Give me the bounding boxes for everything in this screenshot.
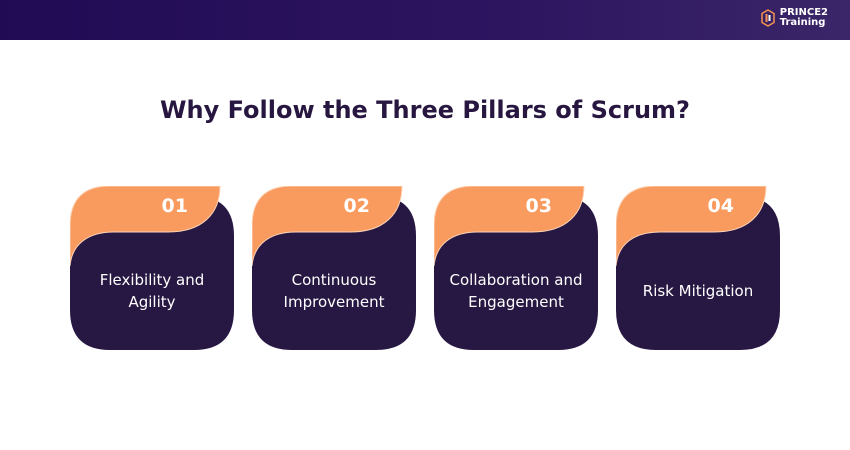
card-number: 01 — [161, 195, 188, 217]
logo-icon — [761, 9, 775, 27]
logo-line2: Training — [779, 17, 826, 28]
card-label: Continuous Improvement — [283, 271, 385, 311]
pillar-card: 03 Collaboration and Engagement — [434, 186, 598, 350]
card-label: Flexibility and Agility — [99, 271, 205, 311]
card-label: Risk Mitigation — [642, 282, 754, 300]
pillar-card: 04 Risk Mitigation — [616, 186, 780, 350]
logo-line1: PRINCE2 — [779, 7, 828, 18]
pillar-card: 02 Continuous Improvement — [252, 186, 416, 350]
card-number: 02 — [343, 195, 370, 217]
card-shape — [252, 186, 416, 350]
card-number: 04 — [707, 195, 734, 217]
card-label: Collaboration and Engagement — [449, 271, 583, 311]
card-number: 03 — [525, 195, 552, 217]
card-shape — [70, 186, 234, 350]
card-shape — [434, 186, 598, 350]
card-shape — [616, 186, 780, 350]
pillar-card: 01 Flexibility and Agility — [70, 186, 234, 350]
prince2-training-logo[interactable]: PRINCE2 Training — [761, 8, 828, 28]
header-bar: PRINCE2 Training — [0, 0, 850, 40]
page-title: Why Follow the Three Pillars of Scrum? — [160, 96, 690, 124]
